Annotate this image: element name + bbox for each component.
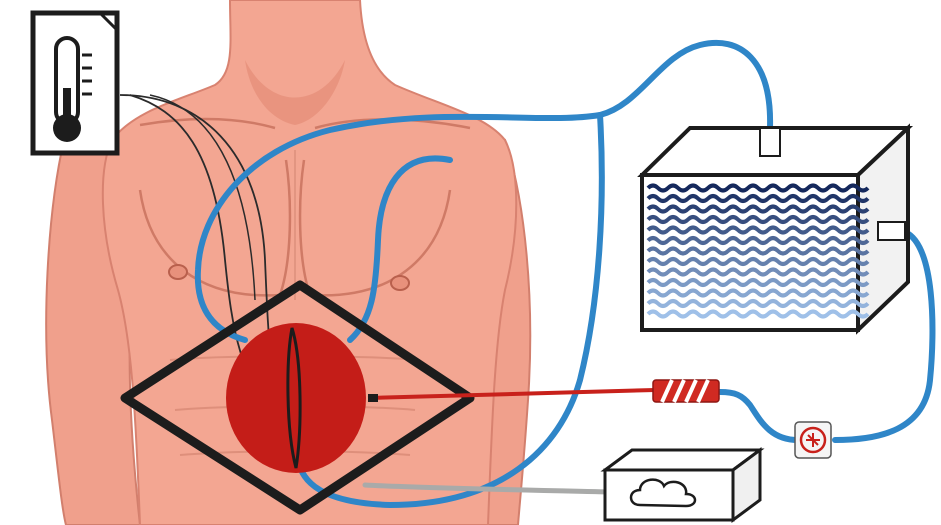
red-circle-icon bbox=[226, 323, 366, 473]
nipple-left bbox=[169, 265, 187, 279]
nipple-right bbox=[391, 276, 409, 290]
pump-icon bbox=[795, 422, 831, 458]
thermometer-icon bbox=[33, 13, 117, 153]
cloud-icon bbox=[605, 450, 760, 520]
water-waves-icon bbox=[642, 128, 908, 330]
